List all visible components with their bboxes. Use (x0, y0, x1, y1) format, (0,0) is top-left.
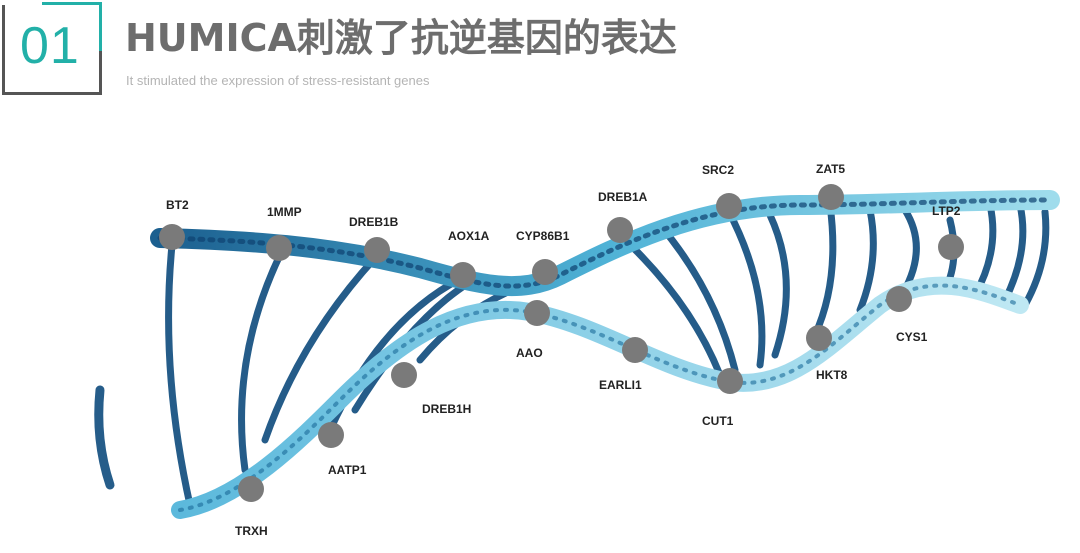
section-number-box (2, 2, 102, 95)
node-cys1 (886, 286, 912, 312)
gene-label-earli1: EARLI1 (599, 378, 642, 392)
page-title: HUMICA刺激了抗逆基因的表达 (125, 16, 677, 60)
helix-strand-back (171, 276, 1029, 519)
gene-label-bt2: BT2 (166, 198, 189, 212)
node-aox1a (450, 262, 476, 288)
node-1mmp (266, 235, 292, 261)
gene-label-dreb1h: DREB1H (422, 402, 471, 416)
gene-label-dreb1a: DREB1A (598, 190, 648, 204)
node-bt2 (159, 224, 185, 250)
helix-strand-front (150, 190, 1060, 297)
node-cut1 (717, 368, 743, 394)
gene-label-hkt8: HKT8 (816, 368, 848, 382)
node-dreb1b (364, 237, 390, 263)
node-zat5 (818, 184, 844, 210)
gene-label-trxh: TRXH (235, 524, 268, 538)
section-number: 01 (20, 17, 80, 75)
gene-label-ltp2: LTP2 (932, 204, 961, 218)
gene-label-aox1a: AOX1A (448, 229, 490, 243)
node-earli1 (622, 337, 648, 363)
gene-label-cyp86b1: CYP86B1 (516, 229, 570, 243)
node-ltp2 (938, 234, 964, 260)
gene-label-cys1: CYS1 (896, 330, 928, 344)
gene-label-1mmp: 1MMP (267, 205, 302, 219)
gene-label-src2: SRC2 (702, 163, 734, 177)
node-src2 (716, 193, 742, 219)
gene-label-dreb1b: DREB1B (349, 215, 399, 229)
page-subtitle: It stimulated the expression of stress-r… (126, 73, 430, 88)
gene-label-aao: AAO (516, 346, 543, 360)
node-trxh (238, 476, 264, 502)
node-dreb1h (391, 362, 417, 388)
node-hkt8 (806, 325, 832, 351)
gene-label-cut1: CUT1 (702, 414, 734, 428)
node-cyp86b1 (532, 259, 558, 285)
gene-label-aatp1: AATP1 (328, 463, 367, 477)
gene-label-zat5: ZAT5 (816, 162, 845, 176)
node-aao (524, 300, 550, 326)
node-aatp1 (318, 422, 344, 448)
node-dreb1a (607, 217, 633, 243)
